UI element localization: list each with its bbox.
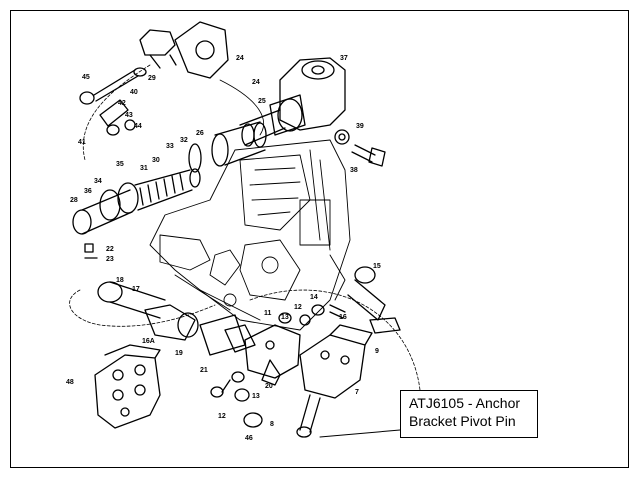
anchor-bracket-left xyxy=(94,344,161,429)
part-label: 13 xyxy=(252,393,260,400)
part-label: 48 xyxy=(66,379,74,386)
part-label: 31 xyxy=(140,165,148,172)
part-label: 32 xyxy=(180,137,188,144)
part-label: 42 xyxy=(118,100,126,107)
part-label: 8 xyxy=(270,421,274,428)
engine-block-drawing xyxy=(149,139,351,331)
part-label: 20 xyxy=(265,383,273,390)
part-label: 16 xyxy=(339,314,347,321)
servo-body xyxy=(239,57,346,147)
part-label: 41 xyxy=(78,139,86,146)
bushings-and-pins xyxy=(210,371,263,428)
servo-cover-part xyxy=(139,21,229,79)
part-label: 30 xyxy=(152,157,160,164)
part-label: 43 xyxy=(125,112,133,119)
part-label: 46 xyxy=(245,435,253,442)
part-label: 7 xyxy=(355,389,359,396)
part-label: 11 xyxy=(264,310,272,317)
part-label: 17 xyxy=(132,286,140,293)
cross-shaft-assembly xyxy=(69,281,256,356)
part-callout-box: ATJ6105 - Anchor Bracket Pivot Pin xyxy=(400,390,538,438)
part-label: 24 xyxy=(252,79,260,86)
anchor-bracket-right xyxy=(296,324,373,438)
part-label: 25 xyxy=(258,98,266,105)
callout-line-2: Bracket Pivot Pin xyxy=(409,413,516,429)
pivot-pins xyxy=(311,266,401,334)
part-label: 34 xyxy=(94,178,102,185)
part-label: 13 xyxy=(281,314,289,321)
part-label: 28 xyxy=(70,197,78,204)
small-fittings xyxy=(84,243,98,259)
part-label: 24 xyxy=(236,55,244,62)
callout-line-1: ATJ6105 - Anchor xyxy=(409,395,521,411)
part-label: 39 xyxy=(356,123,364,130)
part-label: 9 xyxy=(375,348,379,355)
part-label: 40 xyxy=(130,89,138,96)
part-label: 12 xyxy=(294,304,302,311)
part-label: 26 xyxy=(196,130,204,137)
part-label: 36 xyxy=(84,188,92,195)
part-label: 15 xyxy=(373,263,381,270)
linkage-parts xyxy=(79,67,147,136)
part-label: 16A xyxy=(142,338,155,345)
part-label: 35 xyxy=(116,161,124,168)
part-number-labels: 45 29 24 37 40 24 42 43 25 41 44 32 26 3… xyxy=(66,55,381,442)
callout-leader-line xyxy=(319,429,401,438)
part-label: 37 xyxy=(340,55,348,62)
diaphragm-parts xyxy=(188,121,267,173)
part-label: 22 xyxy=(106,246,114,253)
part-label: 23 xyxy=(106,256,114,263)
part-label: 33 xyxy=(166,143,174,150)
part-label: 18 xyxy=(116,277,124,284)
part-label: 12 xyxy=(218,413,226,420)
spring-piston-assembly xyxy=(72,168,201,235)
part-label: 19 xyxy=(175,350,183,357)
part-label: 44 xyxy=(134,123,142,130)
part-label: 14 xyxy=(310,294,318,301)
part-label: 38 xyxy=(350,167,358,174)
part-label: 45 xyxy=(82,74,90,81)
washer-and-bolt xyxy=(334,129,386,167)
anchor-bracket-center xyxy=(244,312,311,386)
part-label: 21 xyxy=(200,367,208,374)
part-label: 29 xyxy=(148,75,156,82)
